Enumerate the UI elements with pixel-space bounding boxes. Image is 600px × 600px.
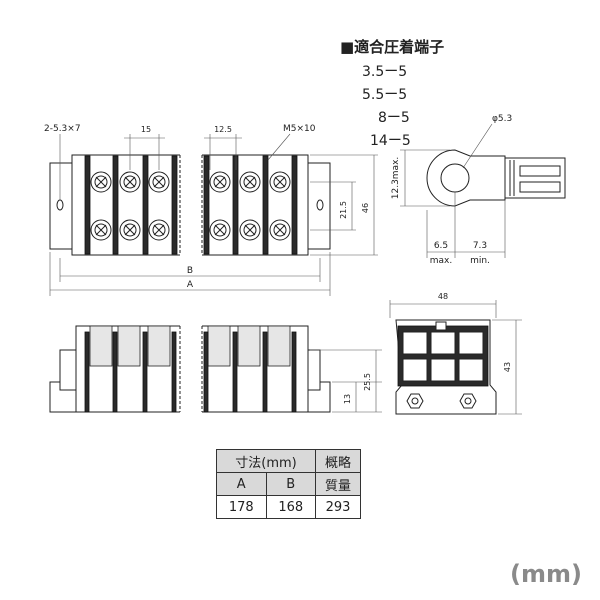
table-val-a: 178 (216, 495, 267, 519)
terminal-item: 3.5ー5 (362, 64, 407, 80)
lug-73-label: 7.3 (473, 241, 487, 251)
lug-width-label: 12.3max. (391, 157, 401, 200)
table-header-dimensions: 寸法(mm) (216, 449, 316, 473)
section-title: ■適合圧着端子 (340, 38, 444, 56)
pitch-15-label: 15 (141, 125, 151, 134)
row-pitch-label: 21.5 (339, 201, 348, 219)
table-col-mass: 質量 (315, 472, 361, 496)
side-25-5-label: 25.5 (363, 373, 372, 391)
dim-b-label: B (187, 266, 193, 276)
crimp-terminal-list: ■適合圧着端子 3.5ー5 5.5ー5 8ー5 14ー5 (340, 38, 444, 149)
terminal-item: 14ー5 (370, 133, 411, 149)
dimension-table: 寸法(mm) 概略 A B 質量 178 168 293 (216, 449, 361, 519)
table-val-b: 168 (265, 495, 316, 519)
mounting-hole-right (316, 199, 324, 211)
top-view: 15 12.5 2-5.3×7 M5×10 21.5 46 B A (44, 124, 378, 296)
end-48-label: 48 (438, 292, 448, 301)
side-13-label: 13 (343, 394, 352, 404)
side-view: 13 25.5 (49, 320, 382, 420)
dim-a-label: A (187, 280, 194, 290)
screw-row-upper (90, 171, 291, 193)
end-43-label: 43 (503, 362, 512, 372)
table-val-mass: 293 (315, 495, 361, 519)
table-header-approx: 概略 (315, 449, 361, 473)
screw-row-lower (90, 219, 291, 241)
lug-dia-label: φ5.3 (492, 114, 512, 124)
pitch-12-5-label: 12.5 (214, 125, 232, 134)
crimp-lug-drawing: φ5.3 12.3max. 6.5 max. 7.3 min. (391, 114, 566, 266)
lug-65-sub: max. (430, 256, 452, 266)
height-46-label: 46 (361, 203, 370, 213)
table-col-a: A (216, 472, 267, 496)
unit-label: (mm) (510, 560, 582, 588)
table-col-b: B (265, 472, 316, 496)
terminal-item: 5.5ー5 (362, 87, 407, 103)
holes-label: 2-5.3×7 (44, 124, 81, 134)
end-view: 48 43 (389, 292, 522, 415)
screw-label: M5×10 (283, 124, 316, 134)
lug-65-label: 6.5 (434, 241, 448, 251)
lug-73-sub: min. (470, 256, 490, 266)
terminal-item: 8ー5 (378, 110, 410, 126)
